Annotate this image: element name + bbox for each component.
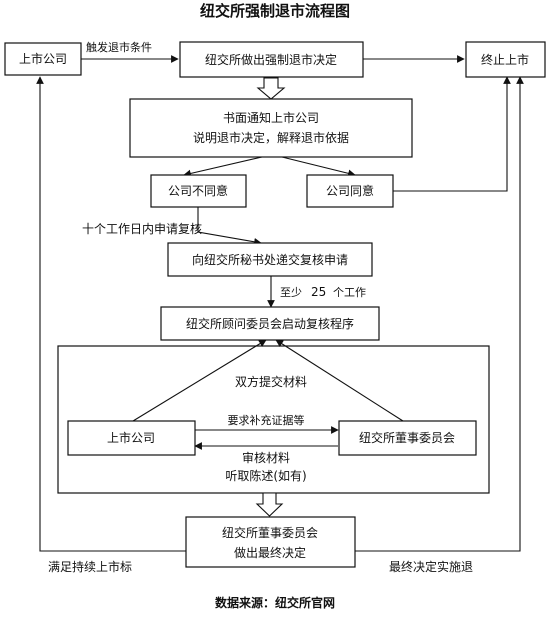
node-written-notice-line2: 说明退市决定，解释退市依据 <box>193 130 349 145</box>
arrow-to-agree <box>281 156 356 178</box>
arrow-agree-to-terminate <box>393 76 511 192</box>
node-listed-company-inner-label: 上市公司 <box>107 430 155 445</box>
node-submit-review-label: 向纽交所秘书处递交复核申请 <box>192 252 348 267</box>
node-company-agree-label: 公司同意 <box>326 183 374 198</box>
label-final-exec: 最终决定实施退 <box>389 559 473 574</box>
node-final-decision <box>185 516 356 568</box>
label-trigger: 触发退市条件 <box>86 40 152 54</box>
label-hearing: 听取陈述(如有) <box>225 468 306 483</box>
arrow-to-disagree <box>183 156 263 178</box>
data-source: 数据来源：纽交所官网 <box>215 595 335 610</box>
arrow-final-to-terminate <box>355 76 524 552</box>
node-committee-start-label: 纽交所顾问委员会启动复核程序 <box>186 316 354 331</box>
label-at-least: 至少 <box>280 286 302 299</box>
arrow-disagree-to-review <box>197 207 262 246</box>
node-company-agree <box>306 174 394 208</box>
review-process-container <box>57 345 490 494</box>
label-days-unit: 个工作 <box>333 286 366 299</box>
node-listed-company-inner <box>67 420 196 456</box>
label-satisfy: 满足持续上市标 <box>48 559 132 574</box>
node-written-notice-line1: 书面通知上市公司 <box>223 110 319 125</box>
node-nyse-decision-label: 纽交所做出强制退市决定 <box>205 52 337 67</box>
label-days-num: 25 <box>311 285 326 299</box>
label-both-submit: 双方提交材料 <box>235 374 307 389</box>
node-board-committee-label: 纽交所董事委员会 <box>359 430 455 445</box>
diagram-title: 纽交所强制退市流程图 <box>200 2 350 20</box>
node-committee-start <box>160 306 380 341</box>
node-terminate-listing-label: 终止上市 <box>481 52 529 67</box>
node-submit-review <box>167 242 373 277</box>
node-board-committee <box>338 420 477 456</box>
node-nyse-decision <box>179 41 364 78</box>
node-listed-company-top-label: 上市公司 <box>19 51 67 66</box>
hollow-arrow-decision-to-notice <box>256 77 286 100</box>
node-written-notice <box>129 98 413 158</box>
arrow-company-to-committee <box>132 339 267 422</box>
node-company-disagree <box>150 174 247 208</box>
label-request-evidence: 要求补充证据等 <box>228 413 305 427</box>
node-final-decision-line2: 做出最终决定 <box>234 545 306 560</box>
node-terminate-listing <box>465 41 546 78</box>
label-ten-days: 十个工作日内申请复核 <box>82 222 202 236</box>
node-company-disagree-label: 公司不同意 <box>168 183 228 198</box>
arrow-final-to-listed <box>36 76 186 552</box>
hollow-arrow-container-to-final <box>255 492 284 517</box>
node-listed-company-top <box>4 42 82 76</box>
arrow-board-to-committee <box>275 339 404 422</box>
label-review-material: 审核材料 <box>242 450 290 465</box>
node-final-decision-line1: 纽交所董事委员会 <box>222 525 318 540</box>
